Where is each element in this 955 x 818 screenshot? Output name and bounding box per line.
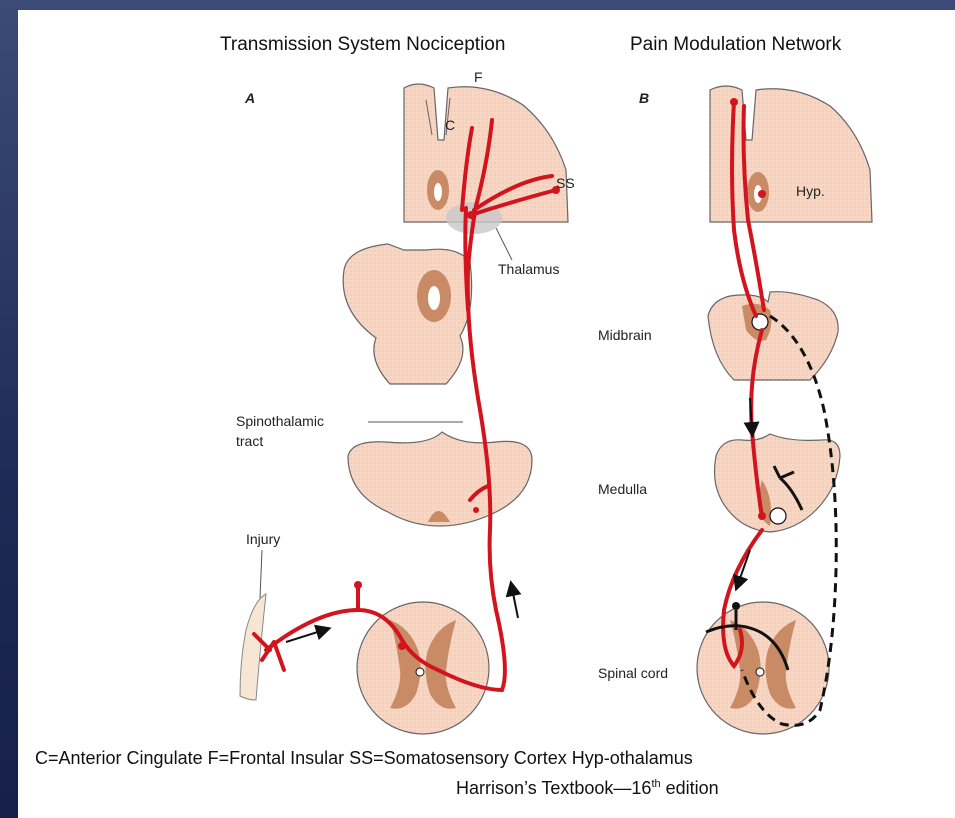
source-sup: th bbox=[651, 778, 660, 790]
label-thalamus: Thalamus bbox=[498, 261, 559, 277]
skin-injury-site bbox=[240, 594, 266, 700]
panel-b-label: B bbox=[639, 90, 649, 106]
slide: Transmission System Nociception Pain Mod… bbox=[18, 10, 955, 818]
label-ss: SS bbox=[556, 175, 575, 191]
spinal-cord-b bbox=[697, 602, 829, 734]
source-suffix: edition bbox=[661, 778, 719, 798]
panel-a-label: A bbox=[244, 90, 255, 106]
label-medulla: Medulla bbox=[598, 481, 647, 497]
label-hyp: Hyp. bbox=[796, 183, 825, 199]
label-spinothalamic-1: Spinothalamic bbox=[236, 413, 324, 429]
label-midbrain: Midbrain bbox=[598, 327, 652, 343]
legend-caption: C=Anterior Cingulate F=Frontal Insular S… bbox=[35, 748, 693, 769]
source-prefix: Harrison’s Textbook—16 bbox=[456, 778, 651, 798]
midbrain-a bbox=[343, 244, 471, 384]
label-spinal-cord: Spinal cord bbox=[598, 665, 668, 681]
source-caption: Harrison’s Textbook—16th edition bbox=[456, 778, 719, 799]
spinal-cord-a bbox=[357, 602, 489, 734]
pain-pathway-diagram: A bbox=[18, 10, 955, 750]
label-f: F bbox=[474, 69, 483, 85]
label-injury: Injury bbox=[246, 531, 280, 547]
arrow-ascending-a bbox=[512, 588, 518, 618]
midbrain-b bbox=[708, 292, 838, 380]
label-c: C bbox=[445, 117, 455, 133]
label-spinothalamic-2: tract bbox=[236, 433, 263, 449]
